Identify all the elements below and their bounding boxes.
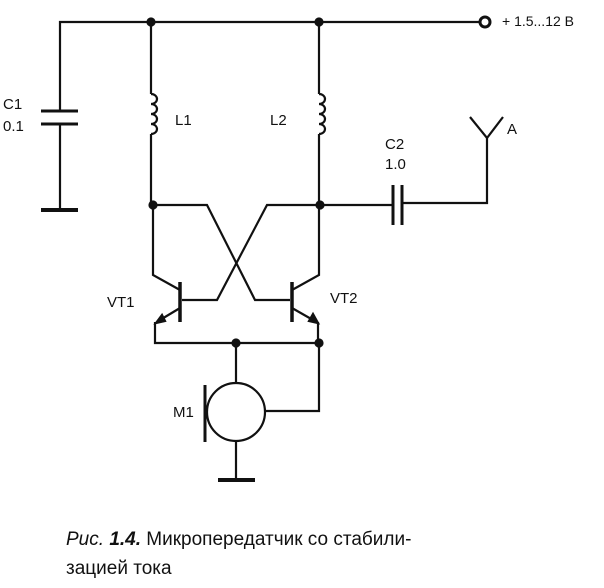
microphone-m1: [203, 343, 321, 482]
c1-label: C1: [3, 96, 23, 113]
caption-text-2: зацией тока: [66, 558, 172, 579]
capacitor-c2: [320, 138, 489, 225]
inductor-l1: [149, 22, 159, 205]
capacitor-c1: [41, 109, 78, 212]
l1-label: L1: [175, 112, 192, 129]
figure-caption-line1: Рис. 1.4. Микропередатчик со стабили-: [66, 530, 411, 549]
l2-label: L2: [270, 112, 287, 129]
caption-text-1: Микропередатчик со стабили-: [146, 529, 412, 550]
inductor-l2: [317, 22, 327, 205]
antenna-icon: [469, 116, 504, 140]
c2-label: C2: [385, 136, 405, 153]
cross-coupling: [148, 200, 325, 302]
transistor-vt1: [151, 205, 319, 345]
m1-label: M1: [173, 404, 194, 421]
vt1-label: VT1: [107, 294, 135, 311]
antenna-label: A: [507, 121, 518, 138]
transistor-vt2: [231, 205, 324, 348]
supply-voltage-label: + 1.5...12 В: [502, 13, 574, 29]
supply-rail: [58, 15, 492, 110]
c2-value: 1.0: [385, 156, 406, 173]
caption-number: 1.4.: [109, 529, 142, 550]
vt2-label: VT2: [330, 290, 358, 307]
figure-caption-line2: зацией тока: [66, 559, 172, 578]
c1-value: 0.1: [3, 118, 24, 135]
caption-prefix: Рис.: [66, 529, 105, 550]
